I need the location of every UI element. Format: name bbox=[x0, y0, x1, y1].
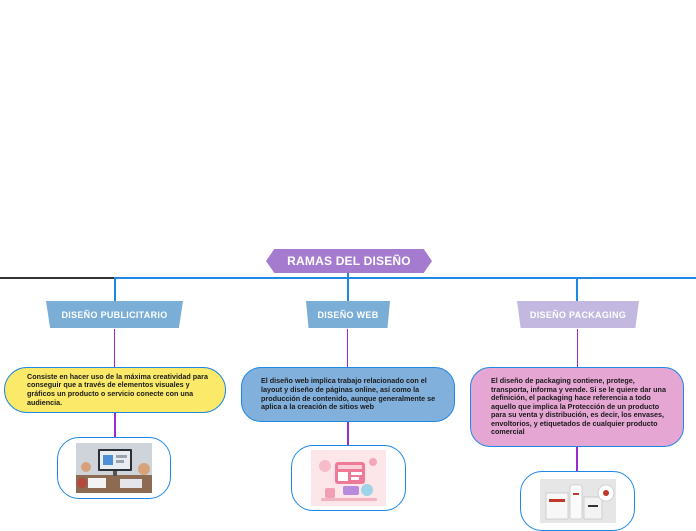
branch-diseno-packaging[interactable]: DISEÑO PACKAGING bbox=[517, 301, 639, 328]
image-node-publicitario[interactable] bbox=[57, 437, 171, 499]
branch-diseno-web[interactable]: DISEÑO WEB bbox=[306, 301, 390, 328]
branch-1-to-bubble bbox=[114, 329, 115, 367]
left-connector-line bbox=[0, 277, 116, 279]
bubble-1-to-image bbox=[114, 413, 116, 437]
description-publicitario[interactable]: Consiste en hacer uso de la máxima creat… bbox=[4, 367, 226, 413]
root-node[interactable]: RAMAS DEL DISEÑO bbox=[266, 249, 432, 273]
image-node-packaging[interactable] bbox=[520, 471, 635, 531]
branch-diseno-publicitario[interactable]: DISEÑO PUBLICITARIO bbox=[46, 301, 183, 328]
branch-3-drop bbox=[576, 277, 578, 301]
packaging-products-image bbox=[539, 479, 616, 523]
branch-title: DISEÑO WEB bbox=[317, 309, 379, 320]
bubble-3-to-image bbox=[576, 447, 578, 471]
bubble-2-to-image bbox=[347, 422, 349, 445]
main-horizontal-connector bbox=[114, 277, 696, 279]
description-text: El diseño de packaging contiene, protege… bbox=[491, 375, 666, 437]
web-design-image bbox=[311, 450, 386, 506]
root-connector bbox=[347, 273, 349, 278]
root-title: RAMAS DEL DISEÑO bbox=[287, 254, 411, 268]
description-text: Consiste en hacer uso de la máxima creat… bbox=[27, 371, 208, 407]
description-text: El diseño web implica trabajo relacionad… bbox=[261, 376, 436, 412]
branch-3-to-bubble bbox=[577, 329, 578, 367]
description-web[interactable]: El diseño web implica trabajo relacionad… bbox=[241, 367, 455, 422]
branch-2-to-bubble bbox=[347, 329, 348, 367]
description-packaging[interactable]: El diseño de packaging contiene, protege… bbox=[470, 367, 684, 447]
branch-2-drop bbox=[347, 277, 349, 301]
image-node-web[interactable] bbox=[291, 445, 406, 511]
branch-title: DISEÑO PUBLICITARIO bbox=[61, 309, 168, 320]
advertising-workspace-image bbox=[76, 443, 152, 493]
branch-title: DISEÑO PACKAGING bbox=[529, 309, 627, 320]
branch-1-drop bbox=[114, 277, 116, 301]
